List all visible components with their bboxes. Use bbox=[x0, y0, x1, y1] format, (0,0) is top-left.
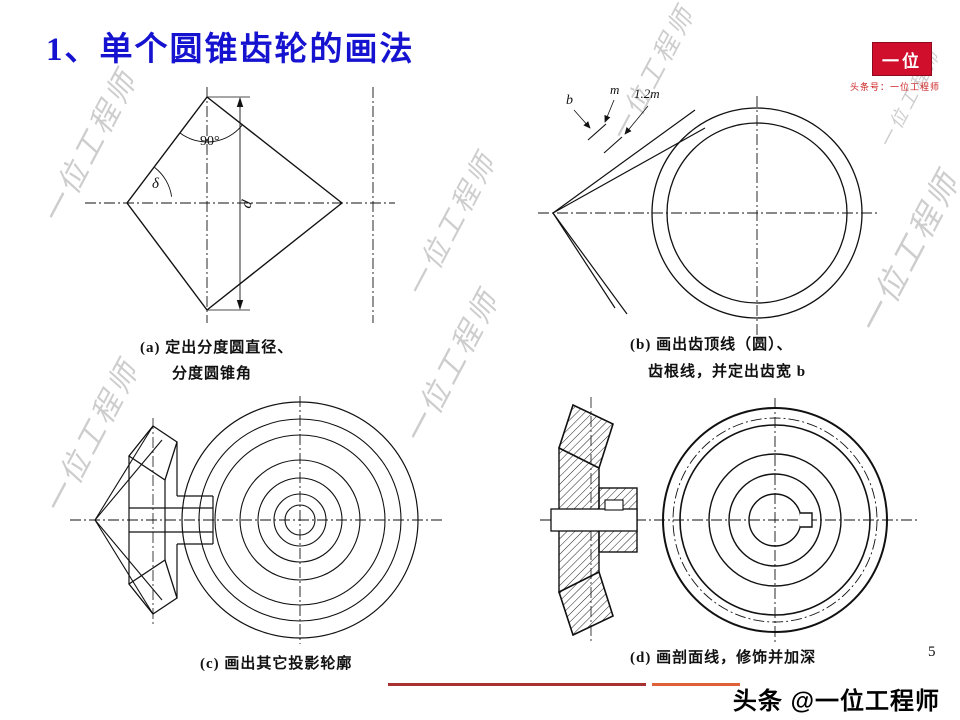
page-number: 5 bbox=[928, 644, 936, 660]
footer-bar-red bbox=[388, 683, 646, 686]
figure-b-drawing: b m 1.2m bbox=[538, 82, 880, 336]
cone-generator-lines bbox=[552, 109, 706, 315]
bore-keyway-notch bbox=[800, 512, 813, 528]
pitch-cone-kite bbox=[126, 96, 343, 311]
brand-logo: 一位 bbox=[872, 42, 932, 76]
angle-annotations: 90° δ bbox=[152, 124, 243, 197]
brand-logo-text: 一位 bbox=[882, 51, 922, 71]
gear-section-outline bbox=[128, 425, 214, 615]
figure-d-caption: (d) 画剖面线，修饰并加深 bbox=[630, 650, 817, 666]
figure-a-drawing: d 90° δ bbox=[85, 87, 395, 323]
apex-construction-lines bbox=[94, 425, 163, 615]
diameter-dimension: d bbox=[207, 96, 256, 311]
side-view-circles bbox=[181, 401, 419, 639]
figure-a-caption-line1: (a) 定出分度圆直径、 bbox=[140, 340, 294, 356]
right-angle-label: 90° bbox=[200, 134, 220, 149]
sectioned-gear-hatched bbox=[550, 403, 638, 637]
figure-c-drawing bbox=[70, 396, 445, 644]
figure-c-caption: (c) 画出其它投影轮廓 bbox=[200, 656, 353, 672]
figure-b-caption-line1: (b) 画出齿顶线（圆）、 bbox=[630, 337, 793, 353]
centerlines bbox=[538, 96, 880, 336]
tip-root-circles bbox=[651, 107, 863, 319]
footer-bar-orange bbox=[652, 683, 740, 686]
figure-b-caption-line2: 齿根线，并定出齿宽 b bbox=[648, 364, 807, 380]
m12-label: 1.2m bbox=[634, 86, 660, 101]
footer-brand: 头条 @一位工程师 bbox=[732, 688, 940, 715]
watermark-text: 一位工程师 bbox=[401, 147, 504, 303]
side-view-circles bbox=[662, 407, 888, 633]
delta-label: δ bbox=[152, 176, 160, 192]
keyway-slot bbox=[604, 499, 624, 511]
brand-subtitle: 头条号：一位工程师 bbox=[850, 82, 941, 92]
width-dimensions: b m 1.2m bbox=[566, 82, 660, 135]
m-label: m bbox=[610, 82, 619, 97]
d-label: d bbox=[238, 198, 256, 210]
page-title: 1、单个圆锥齿轮的画法 bbox=[46, 32, 415, 68]
b-label: b bbox=[566, 93, 573, 108]
shaft-bore bbox=[550, 508, 638, 532]
figure-d-drawing bbox=[540, 397, 917, 642]
figure-a-caption-line2: 分度圆锥角 bbox=[172, 366, 253, 382]
